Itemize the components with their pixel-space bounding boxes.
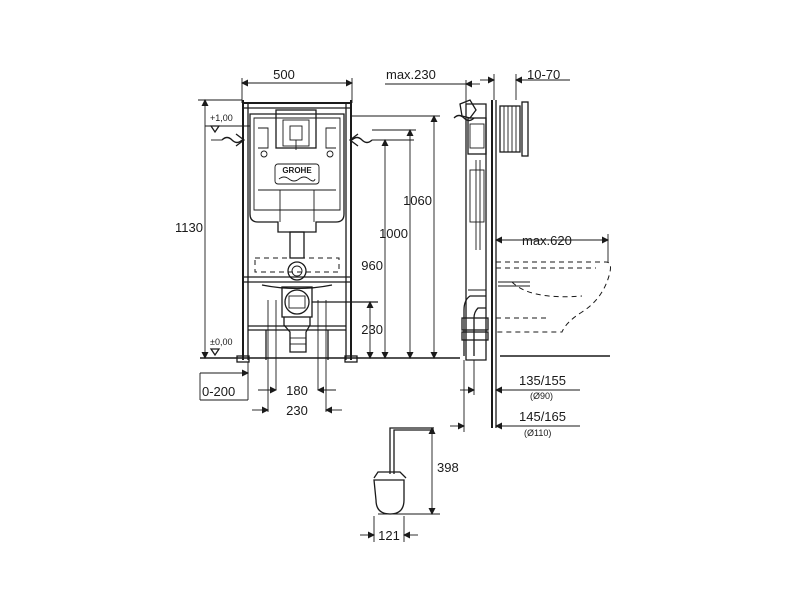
dim-brush-height-398: 398 (428, 427, 459, 515)
side-view: max.230 10-70 (385, 67, 611, 438)
dim-brush-width-121: 121 (360, 516, 418, 543)
label-brush-height-398: 398 (437, 460, 459, 475)
dim-height-230: 230 (361, 301, 383, 359)
level-floor-mark: ±0,00 (209, 337, 232, 357)
toilet-bowl-dashed (496, 261, 611, 333)
support-rail-dashed (254, 257, 340, 273)
drain-assembly (261, 284, 378, 412)
toilet-brush: 398 121 (360, 427, 459, 543)
dim-10-70: 10-70 (480, 67, 570, 100)
dim-max-620: max.620 (495, 233, 609, 262)
dim-spacing-180: 180 (258, 383, 336, 398)
label-d110: (Ø110) (524, 428, 551, 438)
label-brush-width-121: 121 (378, 528, 400, 543)
label-height-1060: 1060 (403, 193, 432, 208)
label-spacing-230: 230 (286, 403, 308, 418)
level-top-mark: +1,00 (205, 113, 250, 134)
label-135-155: 135/155 (519, 373, 566, 388)
dim-135-155: 135/155 (Ø90) (460, 360, 580, 401)
label-offset-0-200: 0-200 (202, 384, 235, 399)
label-height-1000: 1000 (379, 226, 408, 241)
level-top-label: +1,00 (210, 113, 233, 123)
cistern: GROHE (249, 109, 345, 281)
label-145-165: 145/165 (519, 409, 566, 424)
dim-height-960: 960 (361, 139, 390, 359)
label-10-70: 10-70 (527, 67, 560, 82)
label-width-500: 500 (273, 67, 295, 82)
label-height-960: 960 (361, 258, 383, 273)
dim-offset-0-200: 0-200 (199, 362, 249, 401)
drain-pipe-side (461, 289, 489, 356)
dim-spacing-230: 230 (252, 403, 342, 418)
label-spacing-180: 180 (286, 383, 308, 398)
front-view: 500 (175, 67, 460, 418)
frame (236, 100, 358, 363)
wall (491, 100, 497, 428)
actuator-side (499, 101, 529, 157)
label-height-1130: 1130 (175, 220, 203, 235)
label-height-230: 230 (361, 322, 383, 337)
dim-height-1130: 1130 (175, 99, 242, 359)
frame-side (453, 99, 487, 361)
water-inlet-left (211, 133, 246, 147)
label-max-620: max.620 (522, 233, 572, 248)
grohe-logo: GROHE (282, 166, 312, 175)
dim-max-230: max.230 (385, 67, 480, 106)
label-d90: (Ø90) (530, 391, 553, 401)
label-max-230: max.230 (386, 67, 436, 82)
level-floor-label: ±0,00 (210, 337, 232, 347)
dim-width-500: 500 (241, 67, 353, 103)
dim-145-165: 145/165 (Ø110) (450, 360, 580, 438)
